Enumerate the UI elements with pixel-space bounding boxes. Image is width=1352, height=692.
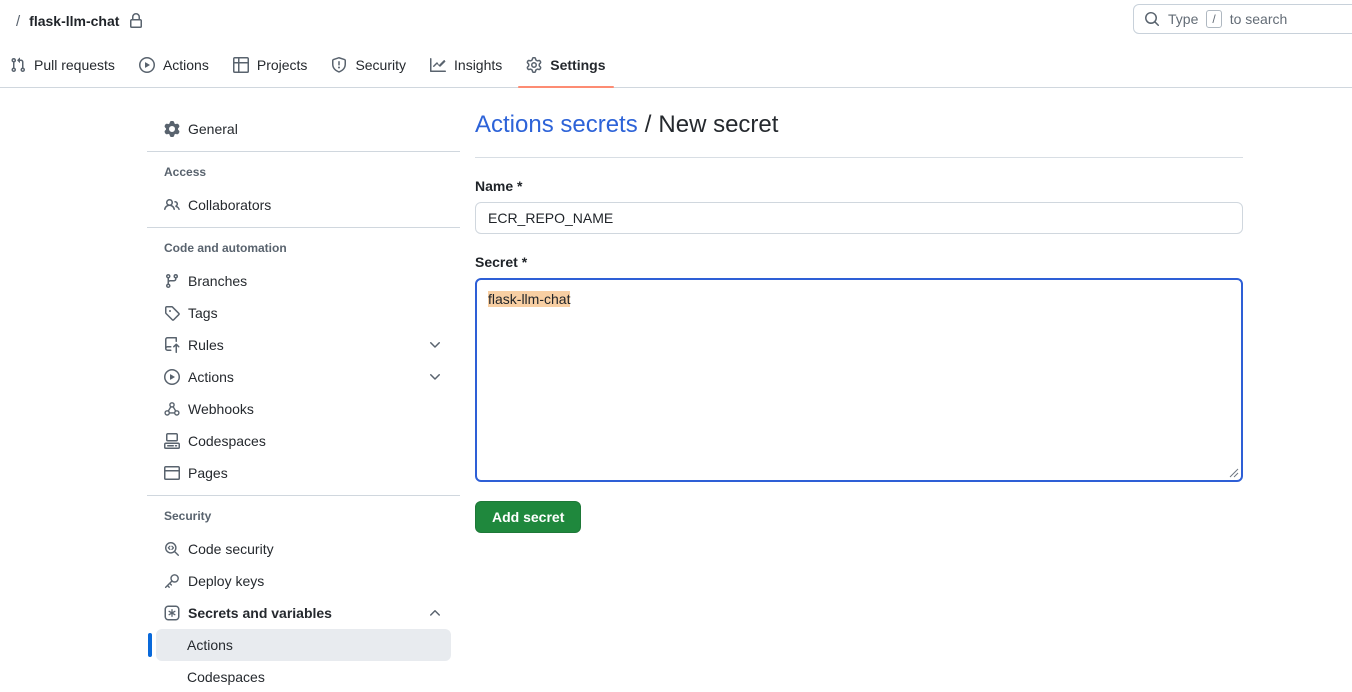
sidebar-item-codespaces[interactable]: Codespaces — [156, 425, 451, 457]
browser-icon — [164, 465, 180, 481]
sidebar-item-label: Code security — [188, 541, 274, 557]
slash-keycap: / — [1206, 10, 1222, 28]
secret-value-textarea[interactable]: flask-llm-chat — [475, 278, 1243, 482]
webhook-icon — [164, 401, 180, 417]
sidebar-item-label: General — [188, 121, 238, 137]
git-pull-request-icon — [10, 57, 26, 73]
tab-insights[interactable]: Insights — [422, 42, 510, 87]
tab-label: Insights — [454, 56, 503, 73]
tab-label: Settings — [550, 56, 606, 73]
rules-icon — [164, 337, 180, 353]
sidebar-item-general[interactable]: General — [156, 113, 451, 145]
sidebar-item-pages[interactable]: Pages — [156, 457, 451, 489]
heading-divider — [475, 157, 1243, 158]
sidebar-item-label: Collaborators — [188, 197, 272, 213]
selected-secret-text: flask-llm-chat — [488, 291, 571, 307]
chevron-down-icon[interactable] — [427, 369, 443, 385]
gear-icon — [526, 56, 542, 73]
sidebar-item-label: Actions — [188, 369, 234, 385]
search-placeholder-suffix: to search — [1229, 11, 1288, 27]
sidebar-section-security: Security — [164, 509, 212, 523]
repo-name-link[interactable]: flask-llm-chat — [29, 13, 120, 29]
sidebar-subitem-actions[interactable]: Actions — [148, 629, 451, 661]
sidebar-item-tags[interactable]: Tags — [156, 297, 451, 329]
add-secret-button[interactable]: Add secret — [475, 501, 582, 533]
breadcrumb: / flask-llm-chat — [16, 13, 144, 30]
header: / flask-llm-chat Type / to search — [0, 0, 1352, 42]
tab-label: Actions — [162, 56, 209, 73]
code-scan-icon — [164, 541, 180, 557]
sidebar-item-label: Branches — [188, 273, 248, 289]
sidebar-item-deploy-keys[interactable]: Deploy keys — [156, 565, 451, 597]
tab-projects[interactable]: Projects — [225, 42, 316, 87]
page-title: Actions secrets/New secret — [475, 109, 1243, 141]
secret-name-input[interactable] — [475, 202, 1243, 234]
sidebar-item-label: Secrets and variables — [188, 605, 332, 621]
tab-actions[interactable]: Actions — [131, 42, 217, 87]
chevron-down-icon[interactable] — [427, 337, 443, 353]
play-icon — [138, 56, 155, 73]
sidebar-divider — [147, 227, 460, 228]
sidebar-item-label: Actions — [187, 637, 233, 653]
sidebar-section-code-and-automation: Code and automation — [164, 241, 287, 255]
sidebar-item-webhooks[interactable]: Webhooks — [156, 393, 451, 425]
key-icon — [164, 573, 180, 589]
git-branch-icon — [164, 273, 180, 289]
sidebar-item-actions[interactable]: Actions — [156, 361, 451, 393]
table-icon — [232, 56, 249, 73]
search-placeholder-prefix: Type — [1168, 11, 1199, 27]
breadcrumb-separator: / — [16, 12, 21, 30]
sidebar-item-secrets-and-variables[interactable]: Secrets and variables — [156, 597, 451, 629]
resize-grip[interactable] — [1229, 468, 1239, 478]
sidebar-subitem-codespaces[interactable]: Codespaces — [156, 661, 451, 692]
tab-label: Security — [355, 56, 407, 73]
sidebar-item-label: Codespaces — [187, 669, 265, 685]
secret-label: Secret * — [475, 254, 528, 270]
shield-icon — [331, 56, 347, 73]
chevron-up-icon[interactable] — [427, 605, 443, 621]
search-input[interactable]: Type / to search — [1133, 4, 1352, 34]
tab-label: Projects — [256, 56, 308, 73]
actions-secrets-link[interactable]: Actions secrets — [475, 111, 638, 138]
codespaces-icon — [164, 433, 180, 449]
tab-pull-requests[interactable]: Pull requests — [2, 42, 123, 87]
sidebar-section-access: Access — [164, 165, 207, 179]
heading-separator: / — [644, 111, 652, 138]
search-icon — [1144, 11, 1160, 27]
play-icon — [164, 369, 180, 385]
lock-icon — [128, 13, 144, 29]
tag-icon — [164, 305, 180, 321]
gear-icon — [164, 121, 180, 137]
main-panel: Actions secrets/New secret Name * Secret… — [475, 88, 1243, 533]
sidebar-item-label: Pages — [188, 465, 228, 481]
settings-sidebar: General Access Collaborators Code and au… — [147, 88, 460, 692]
secrets-asterisk-icon — [164, 605, 180, 621]
sidebar-item-label: Codespaces — [188, 433, 266, 449]
sidebar-item-branches[interactable]: Branches — [156, 265, 451, 297]
heading-current: New secret — [658, 111, 779, 138]
tab-settings[interactable]: Settings — [518, 42, 614, 88]
sidebar-item-label: Tags — [188, 305, 218, 321]
people-icon — [164, 197, 180, 213]
sidebar-item-label: Rules — [188, 337, 224, 353]
graph-icon — [430, 57, 447, 73]
sidebar-item-label: Webhooks — [188, 401, 254, 417]
sidebar-item-collaborators[interactable]: Collaborators — [156, 189, 451, 221]
sidebar-item-label: Deploy keys — [188, 573, 265, 589]
repo-nav: Pull requests Actions Projects Security … — [0, 42, 1352, 88]
tab-security[interactable]: Security — [323, 42, 414, 87]
sidebar-item-rules[interactable]: Rules — [156, 329, 451, 361]
sidebar-divider — [147, 495, 460, 496]
tab-label: Pull requests — [34, 56, 115, 73]
name-label: Name * — [475, 178, 523, 194]
sidebar-divider — [147, 151, 460, 152]
sidebar-item-code-security[interactable]: Code security — [156, 533, 451, 565]
